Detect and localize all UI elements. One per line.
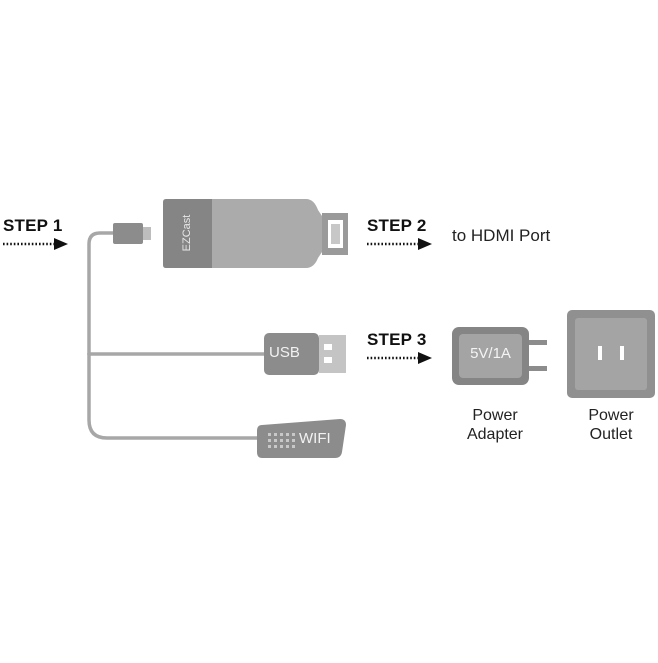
step-3-arrow [367, 352, 432, 364]
usb-plug [264, 333, 346, 375]
power-outlet-caption: Power Outlet [571, 406, 651, 444]
step-1-label: STEP 1 [3, 216, 63, 235]
wifi-dongle [257, 419, 346, 458]
power-adapter-caption: Power Adapter [455, 406, 535, 444]
hdmi-destination-text: to HDMI Port [452, 226, 551, 245]
micro-usb-plug [113, 223, 151, 244]
wifi-cable [87, 352, 260, 440]
step-3-label: STEP 3 [367, 330, 427, 349]
power-adapter-caption-line1: Power [472, 407, 518, 424]
step-2-label: STEP 2 [367, 216, 427, 235]
cable-harness [87, 231, 267, 440]
usb-label: USB [269, 344, 300, 361]
micro-usb-cable [87, 231, 116, 356]
step-1-arrow [3, 238, 68, 250]
ezcast-dongle [163, 199, 348, 268]
step-2-arrow [367, 238, 432, 250]
power-adapter-caption-line2: Adapter [466, 426, 524, 443]
power-outlet-caption-line1: Power [588, 407, 634, 424]
power-outlet-caption-line2: Outlet [589, 426, 633, 443]
power-adapter [452, 327, 547, 385]
ezcast-brand-label: EZCast [181, 214, 193, 252]
wifi-label: WIFI [299, 430, 331, 447]
power-outlet [567, 310, 655, 398]
adapter-rating-label: 5V/1A [470, 345, 511, 362]
